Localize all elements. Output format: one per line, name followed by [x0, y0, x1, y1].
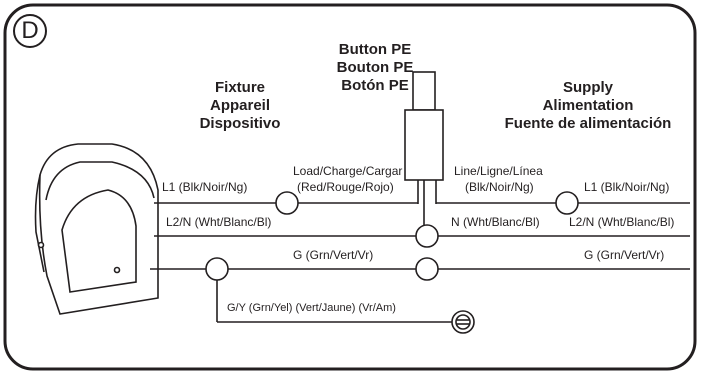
fixture-en: Fixture — [214, 79, 265, 96]
load-label-line2: (Red/Rouge/Rojo) — [297, 180, 394, 194]
fixture-l2n-label: L2/N (Wht/Blanc/Bl) — [166, 215, 272, 229]
button-pe-en: Button PE — [338, 41, 412, 58]
fixture-housing — [34, 143, 159, 315]
button-pe-es: Botón PE — [341, 77, 409, 94]
supply-heading: Supply Alimentation Fuente de alimentaci… — [493, 80, 683, 131]
button-pe-heading: Button PE Bouton PE Botón PE — [300, 42, 450, 93]
neutral-connector-label: N (Wht/Blanc/Bl) — [451, 215, 540, 229]
panel-letter-badge: D — [13, 14, 47, 48]
wire-connectors — [205, 191, 579, 281]
supply-en: Supply — [562, 79, 613, 96]
fixture-es: Dispositivo — [199, 115, 281, 132]
ground-mid-label: G (Grn/Vert/Vr) — [293, 248, 374, 262]
ground-screw-label: G/Y (Grn/Yel) (Vert/Jaune) (Vr/Am) — [227, 302, 396, 314]
line-label-line2: (Blk/Noir/Ng) — [465, 180, 534, 194]
load-connector — [275, 191, 299, 215]
supply-ground-label: G (Grn/Vert/Vr) — [584, 248, 665, 262]
line-label-line1: Line/Ligne/Línea — [454, 164, 543, 178]
fixture-heading: Fixture Appareil Dispositivo — [180, 80, 300, 131]
button-pe-fr: Bouton PE — [336, 59, 414, 76]
ground-connector-left — [205, 257, 229, 281]
line-connector — [555, 191, 579, 215]
ground-connector-right — [415, 257, 439, 281]
fixture-l1-label: L1 (Blk/Noir/Ng) — [162, 180, 248, 194]
supply-l1-label: L1 (Blk/Noir/Ng) — [584, 180, 670, 194]
supply-l2n-label: L2/N (Wht/Blanc/Bl) — [569, 215, 675, 229]
ground-screw-icon — [451, 310, 475, 334]
supply-es: Fuente de alimentación — [504, 115, 672, 132]
load-label-line1: Load/Charge/Cargar — [293, 164, 403, 178]
diagram-border — [3, 3, 697, 371]
supply-fr: Alimentation — [542, 97, 634, 114]
wires — [150, 202, 690, 323]
neutral-connector — [415, 224, 439, 248]
panel-letter: D — [21, 17, 39, 44]
fixture-fr: Appareil — [209, 97, 270, 114]
button-pe-device — [404, 71, 444, 236]
